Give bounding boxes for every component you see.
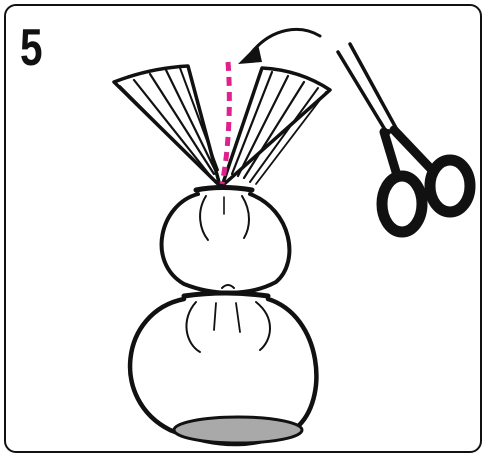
right-tied-flap (222, 68, 330, 186)
upper-tie (196, 188, 252, 191)
lower-ball (130, 299, 316, 444)
shaded-base (174, 417, 302, 443)
middle-tie (184, 293, 268, 296)
left-tied-flap (114, 66, 220, 186)
upper-ball (162, 194, 290, 293)
scissors-icon (338, 44, 470, 232)
curved-arrow-icon (238, 29, 320, 64)
